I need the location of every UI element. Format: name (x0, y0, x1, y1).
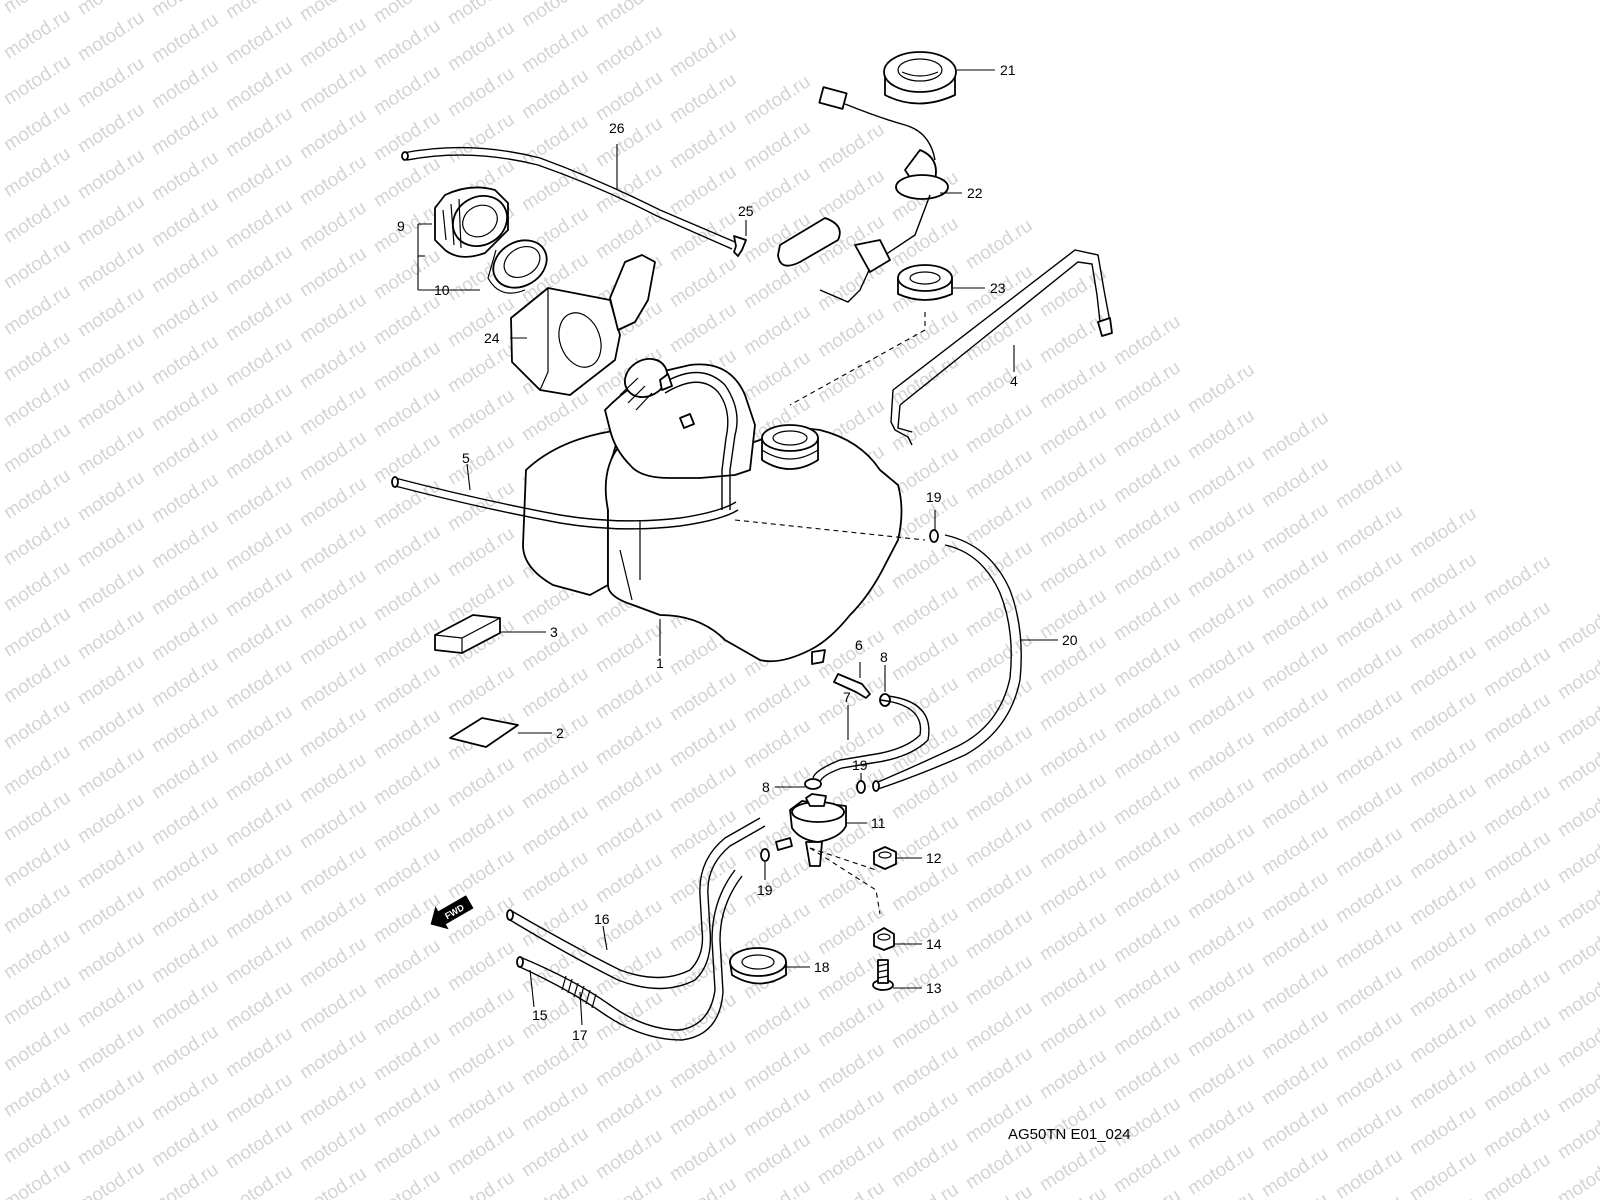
part-26-breather-hose (401, 146, 736, 250)
part-4-tank-strap (890, 249, 1113, 446)
callout-26: 26 (609, 120, 625, 136)
callout-19-right: 19 (852, 757, 868, 773)
part-17-spring-guard (561, 975, 597, 1009)
part-19-hose-clip-right (856, 780, 866, 794)
callout-19-top: 19 (926, 489, 942, 505)
part-20-fuel-hose (872, 534, 1022, 792)
callout-labels: 9 10 26 25 21 22 23 4 24 5 1 3 2 6 8 7 8… (397, 62, 1078, 1043)
part-12-nut (873, 846, 897, 870)
callout-3: 3 (550, 624, 558, 640)
part-19-hose-clip-left (760, 848, 770, 862)
part-1-fuel-tank (522, 358, 903, 665)
part-13-bolt (872, 959, 894, 991)
callout-7: 7 (843, 689, 851, 705)
callout-23: 23 (990, 280, 1006, 296)
part-25-hose-clip (733, 235, 747, 257)
callout-8-lower: 8 (762, 779, 770, 795)
diagram-code: AG50TN E01_024 (1008, 1126, 1131, 1143)
callout-12: 12 (926, 850, 942, 866)
callout-2: 2 (556, 725, 564, 741)
part-6-vacuum-pipe (833, 673, 871, 699)
part-22-fuel-gauge-sender (777, 86, 949, 303)
fwd-arrow-icon: FWD (430, 895, 474, 930)
part-7-vacuum-hose (812, 695, 930, 783)
part-10-cap-seal (487, 239, 548, 294)
part-24-filler-cover (510, 254, 656, 396)
part-9-fuel-cap (434, 186, 509, 258)
part-18-grommet (729, 947, 787, 985)
assembly-lines (734, 312, 926, 915)
callout-13: 13 (926, 980, 942, 996)
callout-18: 18 (814, 959, 830, 975)
callout-25: 25 (738, 203, 754, 219)
callout-19-left: 19 (757, 882, 773, 898)
leader-lines (417, 69, 1058, 1026)
callout-10: 10 (434, 282, 450, 298)
part-21-retaining-ring (883, 51, 957, 105)
callout-1: 1 (656, 655, 664, 671)
part-5-overflow-hose (391, 476, 739, 530)
callout-24: 24 (484, 330, 500, 346)
part-16-fuel-hose (506, 817, 766, 990)
callout-16: 16 (594, 911, 610, 927)
callout-4: 4 (1010, 373, 1018, 389)
callout-5: 5 (462, 450, 470, 466)
part-14-washer (873, 927, 895, 951)
callout-8-upper: 8 (880, 649, 888, 665)
part-8-clip-lower (804, 778, 822, 790)
part-23-pump-seal (897, 264, 953, 301)
callout-20: 20 (1062, 632, 1078, 648)
callout-6: 6 (855, 637, 863, 653)
part-3-cushion (434, 614, 501, 654)
callout-11: 11 (871, 815, 886, 831)
callout-9: 9 (397, 218, 405, 234)
callout-15: 15 (532, 1007, 548, 1023)
part-11-fuel-cock (775, 793, 847, 867)
callout-17: 17 (572, 1027, 588, 1043)
callout-22: 22 (967, 185, 983, 201)
part-19-hose-clip-top (929, 529, 939, 543)
part-2-pad (449, 717, 519, 748)
callout-21: 21 (1000, 62, 1016, 78)
callout-14: 14 (926, 936, 942, 952)
